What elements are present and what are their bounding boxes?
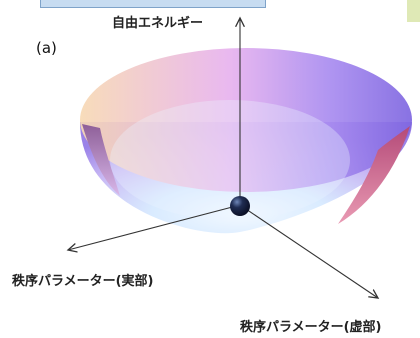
axis-label-order-parameter-real: 秩序パラメーター(実部) bbox=[12, 274, 154, 289]
axis-real-line bbox=[68, 204, 241, 250]
top-header-bar-fragment bbox=[40, 0, 266, 8]
axis-label-free-energy: 自由エネルギー bbox=[112, 16, 204, 31]
state-ball bbox=[230, 196, 250, 216]
bowl-rim bbox=[80, 48, 412, 192]
panel-label: (a) bbox=[36, 39, 57, 57]
bowl-inner-left-wall bbox=[82, 124, 120, 196]
axis-imaginary-line bbox=[239, 204, 378, 298]
axis-label-order-parameter-imaginary: 秩序パラメーター(虚部) bbox=[240, 320, 382, 335]
top-right-panel-fragment bbox=[407, 0, 420, 22]
bowl-inner-highlight bbox=[110, 100, 350, 220]
bowl-inner-right-wall bbox=[338, 126, 410, 224]
